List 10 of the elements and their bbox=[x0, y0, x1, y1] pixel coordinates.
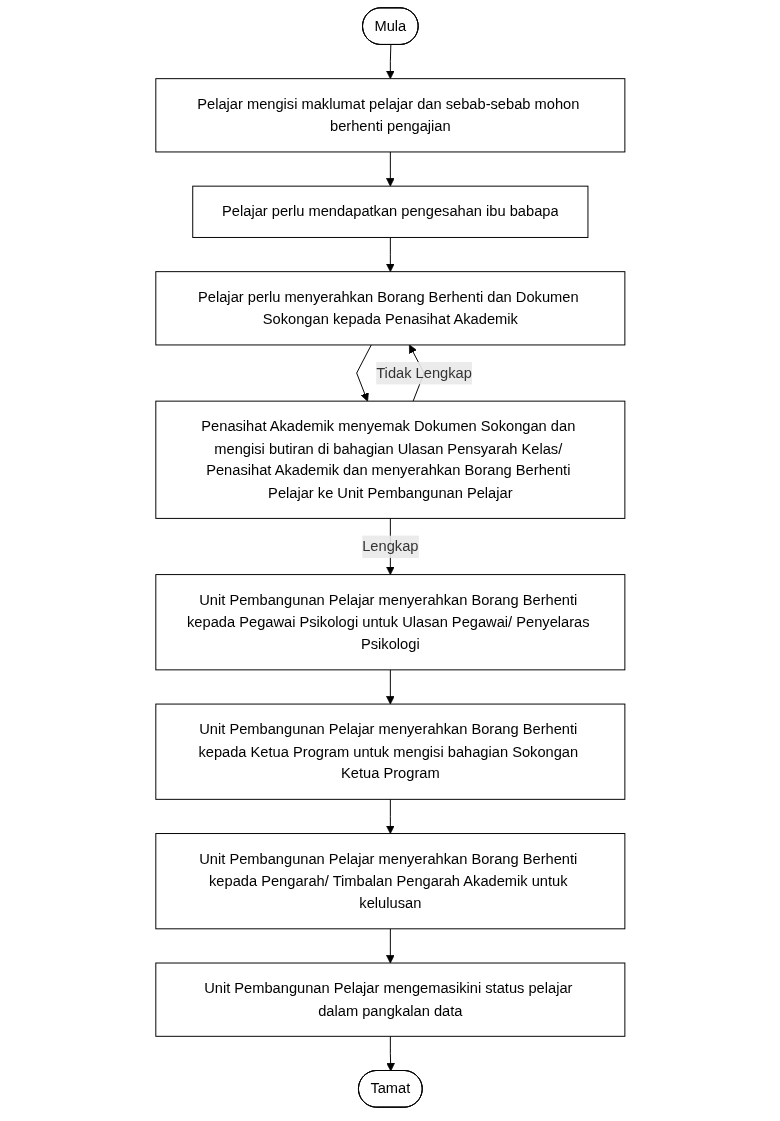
node-box: Unit Pembangunan Pelajar mengemasikini status pelajar dalam pangkalan data bbox=[155, 962, 625, 1037]
node-box: Unit Pembangunan Pelajar menyerahkan Borang Berhenti kepada Pengarah/ Timbalan Pengarah Akademik untuk kelulusan bbox=[155, 833, 625, 930]
node-box: Pelajar mengisi maklumat pelajar dan sebab-sebab mohon berhenti pengajian bbox=[155, 78, 625, 153]
edge-label: Lengkap bbox=[361, 537, 419, 555]
node-box: Pelajar perlu menyerahkan Borang Berhenti dan Dokumen Sokongan kepada Penasihat Akademik bbox=[155, 271, 625, 346]
edge-label: Tidak Lengkap bbox=[375, 364, 472, 381]
node-box: Pelajar perlu mendapatkan pengesahan ibu babapa bbox=[191, 185, 589, 238]
node-box: Penasihat Akademik menyemak Dokumen Sokongan dan mengisi butiran di bahagian Ulasan Pensyarah Kelas/ Penasihat Akademik dan menyerahkan Borang Berhenti Pelajar ke Unit Pembangunan Pelajar bbox=[155, 400, 625, 519]
node-box: Unit Pembangunan Pelajar menyerahkan Borang Berhenti kepada Pegawai Psikologi untuk Ulasan Pegawai/ Penyelaras Psikologi bbox=[155, 574, 625, 671]
node-box: Unit Pembangunan Pelajar menyerahkan Borang Berhenti kepada Ketua Program untuk mengisi bahagian Sokongan Ketua Program bbox=[155, 703, 625, 800]
